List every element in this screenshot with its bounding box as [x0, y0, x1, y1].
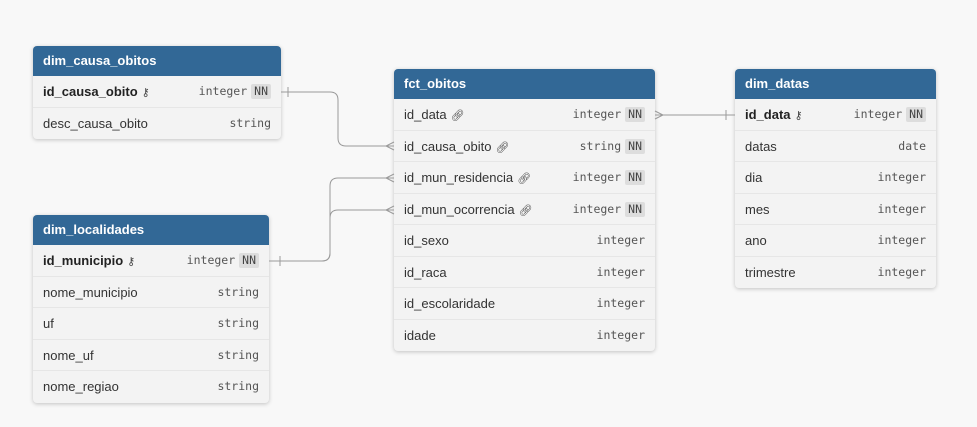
field-type: integer: [877, 233, 926, 247]
field-row[interactable]: nome_regiao string: [33, 371, 269, 403]
not-null-badge: NN: [239, 253, 259, 268]
field-name: id_causa_obito🔗︎: [404, 138, 510, 154]
field-type: string: [217, 379, 259, 393]
not-null-badge: NN: [625, 138, 645, 154]
field-name: id_data🔗︎: [404, 107, 465, 122]
table-header[interactable]: dim_datas: [735, 69, 936, 99]
field-name: nome_regiao: [43, 379, 119, 394]
field-type: integer: [877, 264, 926, 279]
not-null-badge: NN: [906, 107, 926, 122]
field-name: trimestre: [745, 264, 796, 280]
table-dim-causa-obitos[interactable]: dim_causa_obitos id_causa_obito⚷ integer…: [33, 46, 281, 139]
relationship-causa-obito: [281, 91, 394, 147]
field-name: id_causa_obito⚷: [43, 84, 150, 99]
many-marker: [384, 205, 395, 215]
field-type: string: [217, 316, 259, 330]
key-icon: ⚷: [794, 110, 803, 122]
field-row[interactable]: uf string: [33, 308, 269, 340]
not-null-badge: NN: [625, 107, 645, 122]
field-name: desc_causa_obito: [43, 115, 148, 131]
key-icon: ⚷: [127, 256, 136, 268]
field-type: string: [217, 347, 259, 362]
not-null-badge: NN: [625, 170, 645, 185]
field-name: id_escolaridade: [404, 296, 496, 311]
relationship-mun-ocorrencia: [269, 209, 394, 262]
link-icon: 🔗︎: [518, 204, 533, 217]
field-name: id_mun_ocorrencia🔗︎: [404, 201, 533, 217]
field-row[interactable]: datas date: [735, 131, 936, 162]
field-row[interactable]: desc_causa_obito string: [33, 108, 281, 140]
field-name: id_sexo: [404, 233, 449, 248]
field-row[interactable]: nome_municipio string: [33, 277, 269, 308]
many-marker: [654, 110, 665, 120]
field-row[interactable]: id_escolaridade integer: [394, 288, 655, 320]
field-row[interactable]: idade integer: [394, 320, 655, 352]
field-name: idade: [404, 327, 436, 343]
field-row[interactable]: dia integer: [735, 162, 936, 194]
table-header[interactable]: fct_obitos: [394, 69, 655, 99]
table-header[interactable]: dim_causa_obitos: [33, 46, 281, 76]
field-row[interactable]: trimestre integer: [735, 257, 936, 289]
field-name: id_raca: [404, 264, 447, 280]
field-row[interactable]: mes integer: [735, 194, 936, 225]
field-name: nome_municipio: [43, 284, 138, 300]
field-name: uf: [43, 316, 54, 331]
field-name: dia: [745, 170, 763, 185]
field-name: id_mun_residencia🔗︎: [404, 170, 532, 185]
field-type: integer: [877, 201, 926, 216]
not-null-badge: NN: [251, 84, 271, 99]
table-header[interactable]: dim_localidades: [33, 215, 269, 245]
many-marker: [384, 141, 395, 151]
link-icon: 🔗︎: [495, 141, 510, 154]
link-icon: 🔗︎: [450, 110, 465, 122]
field-name: id_municipio⚷: [43, 253, 136, 268]
field-type: integer: [596, 327, 645, 342]
field-type: integer: [877, 170, 926, 184]
field-type: integer: [596, 264, 645, 279]
field-type: date: [898, 138, 926, 153]
field-type: string: [217, 284, 259, 299]
relationship-mun-residencia: [269, 177, 394, 262]
field-row[interactable]: nome_uf string: [33, 340, 269, 371]
field-type: string: [229, 115, 271, 130]
field-row[interactable]: ano integer: [735, 225, 936, 257]
field-row[interactable]: id_raca integer: [394, 257, 655, 288]
field-type: integer: [596, 233, 645, 247]
key-icon: ⚷: [141, 87, 150, 99]
field-name: nome_uf: [43, 347, 94, 363]
link-icon: 🔗︎: [517, 173, 532, 185]
not-null-badge: NN: [625, 201, 645, 217]
field-name: id_data⚷: [745, 107, 803, 122]
many-marker: [384, 173, 395, 183]
field-row[interactable]: id_sexo integer: [394, 225, 655, 257]
field-name: datas: [745, 138, 777, 154]
field-name: mes: [745, 201, 770, 217]
field-name: ano: [745, 233, 767, 248]
field-type: integer: [596, 296, 645, 310]
